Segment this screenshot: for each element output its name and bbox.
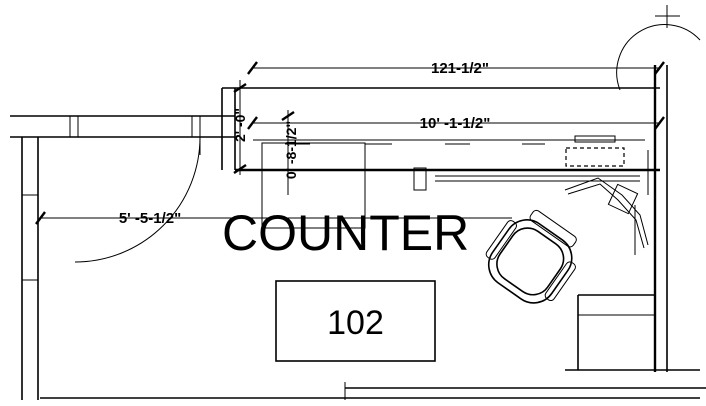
room-number: 102 [327,304,384,342]
dimension-counter-depth-text: 2' -0" [232,108,248,142]
dimension-side-offset [281,110,295,195]
top-right-door-swing [616,5,701,91]
counter-top [221,87,660,172]
left-wall [10,115,235,138]
door-swing [74,136,201,263]
room-tag [275,280,436,362]
task-lamp [564,177,649,249]
dimension-door-to-counter [35,211,512,225]
counter-label: COUNTER [222,205,469,261]
cabinet [261,142,640,229]
office-chair [485,209,577,304]
left-vertical-wall [21,137,39,400]
dimension-counter-depth [233,80,247,175]
desk [565,294,700,371]
bottom-wall [40,382,706,400]
dimension-side-offset-text: 0' -8-1/2" [283,121,299,179]
dimension-top-overall [247,61,665,75]
dimension-top-overall-text: 121-1/2" [431,60,489,77]
dimension-counter-length [247,116,665,130]
dimension-door-to-counter-text: 5' -5-1/2" [119,210,181,227]
dimension-counter-length-text: 10' -1-1/2" [420,115,491,132]
right-wall [634,65,668,372]
